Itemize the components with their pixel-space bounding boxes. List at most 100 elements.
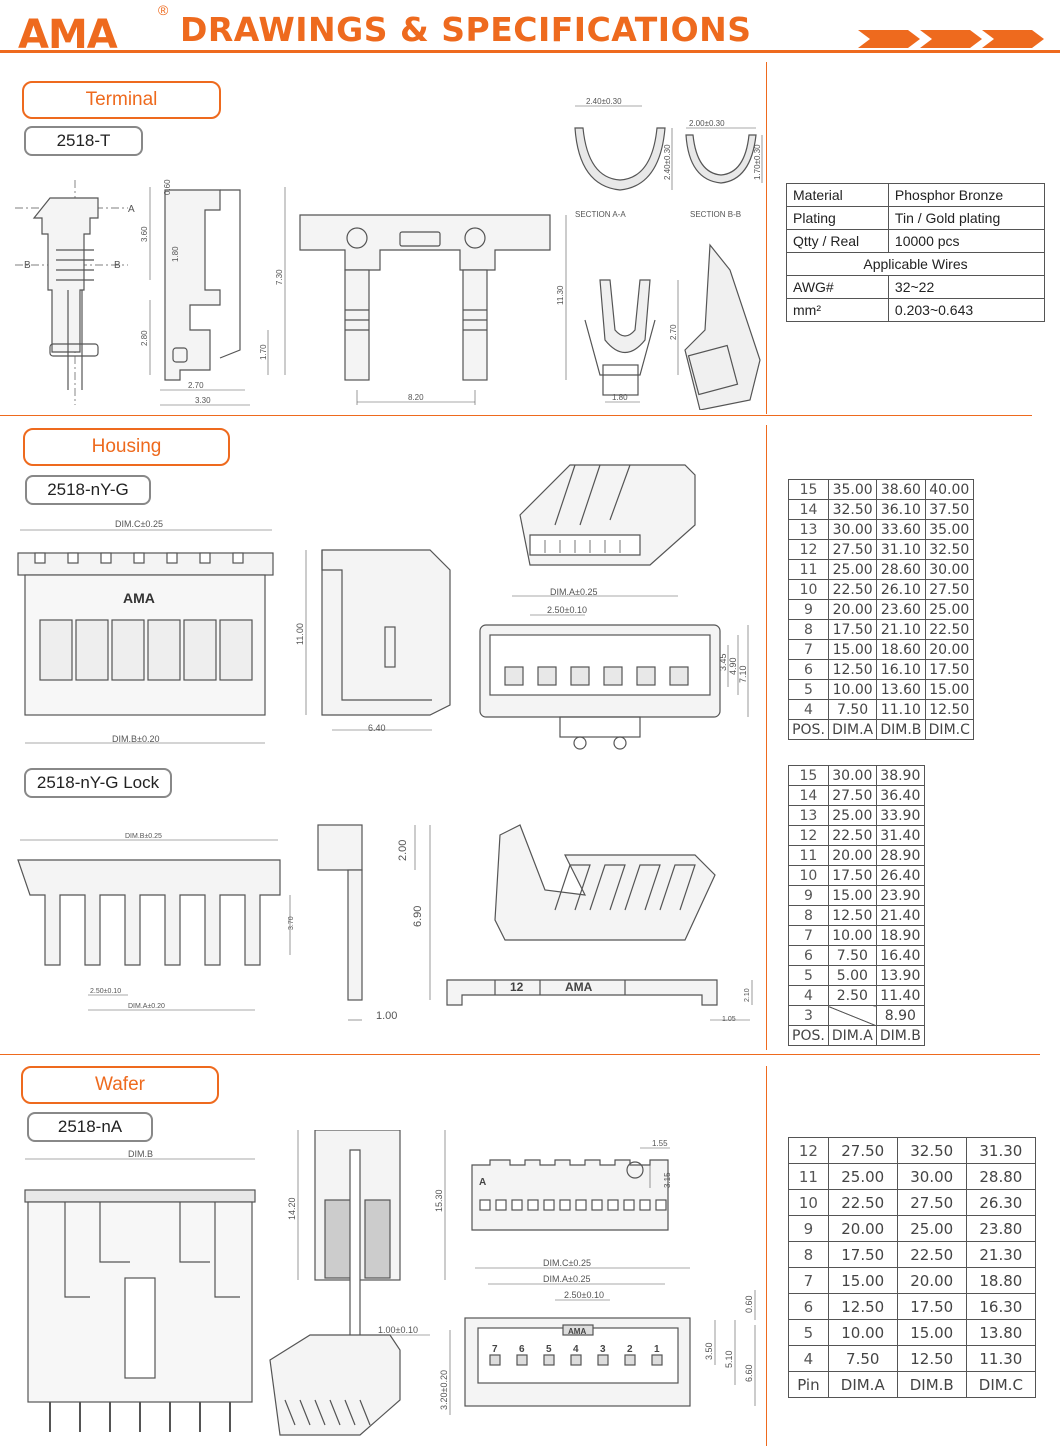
table-cell: 7 <box>788 1267 829 1294</box>
wafer-isometric-view <box>269 1334 401 1436</box>
table-cell: 5 <box>788 1319 829 1346</box>
table-cell: 27.50 <box>827 539 878 560</box>
table-header-cell: DIM.B <box>876 719 926 740</box>
table-cell: 8.90 <box>875 1005 925 1026</box>
table-cell: 21.10 <box>876 619 926 640</box>
svg-text:2.50±0.10: 2.50±0.10 <box>564 1290 604 1300</box>
table-cell: 17.50 <box>827 619 878 640</box>
table-cell: 17.50 <box>896 1293 967 1320</box>
pin-number-label: 6 <box>519 1344 525 1355</box>
table-cell: 10 <box>788 579 829 600</box>
svg-text:2.40±0.30: 2.40±0.30 <box>586 97 622 106</box>
table-cell: 33.90 <box>875 805 925 826</box>
table-cell: 36.40 <box>875 785 925 806</box>
table-cell: 37.50 <box>924 499 975 520</box>
svg-text:A: A <box>128 204 135 215</box>
table-cell: 20.00 <box>827 599 878 620</box>
section-label-terminal: Terminal <box>22 81 221 119</box>
table-cell: 7 <box>788 639 829 660</box>
table-cell: 12.50 <box>827 1293 898 1320</box>
table-cell: 9 <box>788 599 829 620</box>
svg-text:1.80: 1.80 <box>612 393 628 402</box>
spec-row: Applicable Wires <box>786 252 1045 276</box>
table-cell: 7.50 <box>827 699 878 720</box>
table-cell: 22.50 <box>827 825 877 846</box>
registered-mark: ® <box>158 2 169 18</box>
table-cell: 13 <box>788 805 829 826</box>
svg-text:DIM.C±0.25: DIM.C±0.25 <box>543 1258 591 1268</box>
table-cell: 31.40 <box>875 825 925 846</box>
table-cell: 13.60 <box>876 679 926 700</box>
table-cell: 22.50 <box>924 619 975 640</box>
section-divider <box>0 1054 1040 1055</box>
table-cell: 16.30 <box>965 1293 1037 1320</box>
svg-text:3.50: 3.50 <box>704 1342 714 1360</box>
spec-value: 32~22 <box>887 275 1046 299</box>
table-cell: 12.50 <box>924 699 975 720</box>
table-cell: 8 <box>788 1241 829 1268</box>
svg-text:2.40±0.30: 2.40±0.30 <box>663 144 672 180</box>
svg-text:DIM.B±0.25: DIM.B±0.25 <box>125 833 162 840</box>
svg-text:1.05: 1.05 <box>722 1016 736 1023</box>
pin-number-label: 4 <box>573 1344 579 1355</box>
table-cell: 25.00 <box>827 805 877 826</box>
table-cell: 12 <box>788 539 829 560</box>
svg-text:3.15: 3.15 <box>663 1172 672 1188</box>
table-cell: 2.50 <box>827 985 877 1006</box>
svg-text:2.50±0.10: 2.50±0.10 <box>547 605 587 615</box>
svg-text:1.00: 1.00 <box>376 1010 397 1022</box>
table-cell: 5 <box>788 965 829 986</box>
housing-side-view: 11.00 6.40 <box>295 549 451 733</box>
table-cell: 27.50 <box>896 1189 967 1216</box>
table-cell: 27.50 <box>827 785 877 806</box>
table-cell: 21.40 <box>875 905 925 926</box>
pin-number-label: 7 <box>492 1344 498 1355</box>
svg-text:DIM.A±0.20: DIM.A±0.20 <box>128 1003 165 1010</box>
lock-isometric-view <box>494 824 716 941</box>
svg-text:14.20: 14.20 <box>287 1197 297 1220</box>
terminal-drawing: A B B 0.60 3.60 1.80 7.30 2.80 1.70 2.70… <box>15 97 763 410</box>
table-cell: 36.10 <box>876 499 926 520</box>
lock-top-view: 12 AMA 2.10 1.05 <box>446 979 753 1023</box>
spec-value: 0.203~0.643 <box>887 298 1046 322</box>
table-cell: 17.50 <box>924 659 975 680</box>
table-header-cell: DIM.B <box>896 1371 967 1398</box>
svg-text:11.00: 11.00 <box>295 623 305 645</box>
table-cell: 20.00 <box>827 845 877 866</box>
part-number-terminal: 2518-T <box>24 126 143 156</box>
table-cell: 30.00 <box>827 765 877 786</box>
table-cell: 22.50 <box>827 1189 898 1216</box>
pin-number-label: 3 <box>600 1344 606 1355</box>
svg-text:0.60: 0.60 <box>163 179 172 195</box>
svg-text:2.80: 2.80 <box>140 330 149 346</box>
spec-label: Material <box>786 183 889 207</box>
svg-text:2.70: 2.70 <box>669 324 678 340</box>
pin-number-label: 1 <box>654 1344 660 1355</box>
table-header-cell: DIM.A <box>827 1371 898 1398</box>
table-cell: 3 <box>788 1005 829 1026</box>
svg-text:6.40: 6.40 <box>368 723 386 733</box>
table-cell: 11 <box>788 1163 829 1190</box>
svg-text:3.70: 3.70 <box>288 916 295 930</box>
table-cell: 15.00 <box>827 1267 898 1294</box>
table-cell: 16.10 <box>876 659 926 680</box>
